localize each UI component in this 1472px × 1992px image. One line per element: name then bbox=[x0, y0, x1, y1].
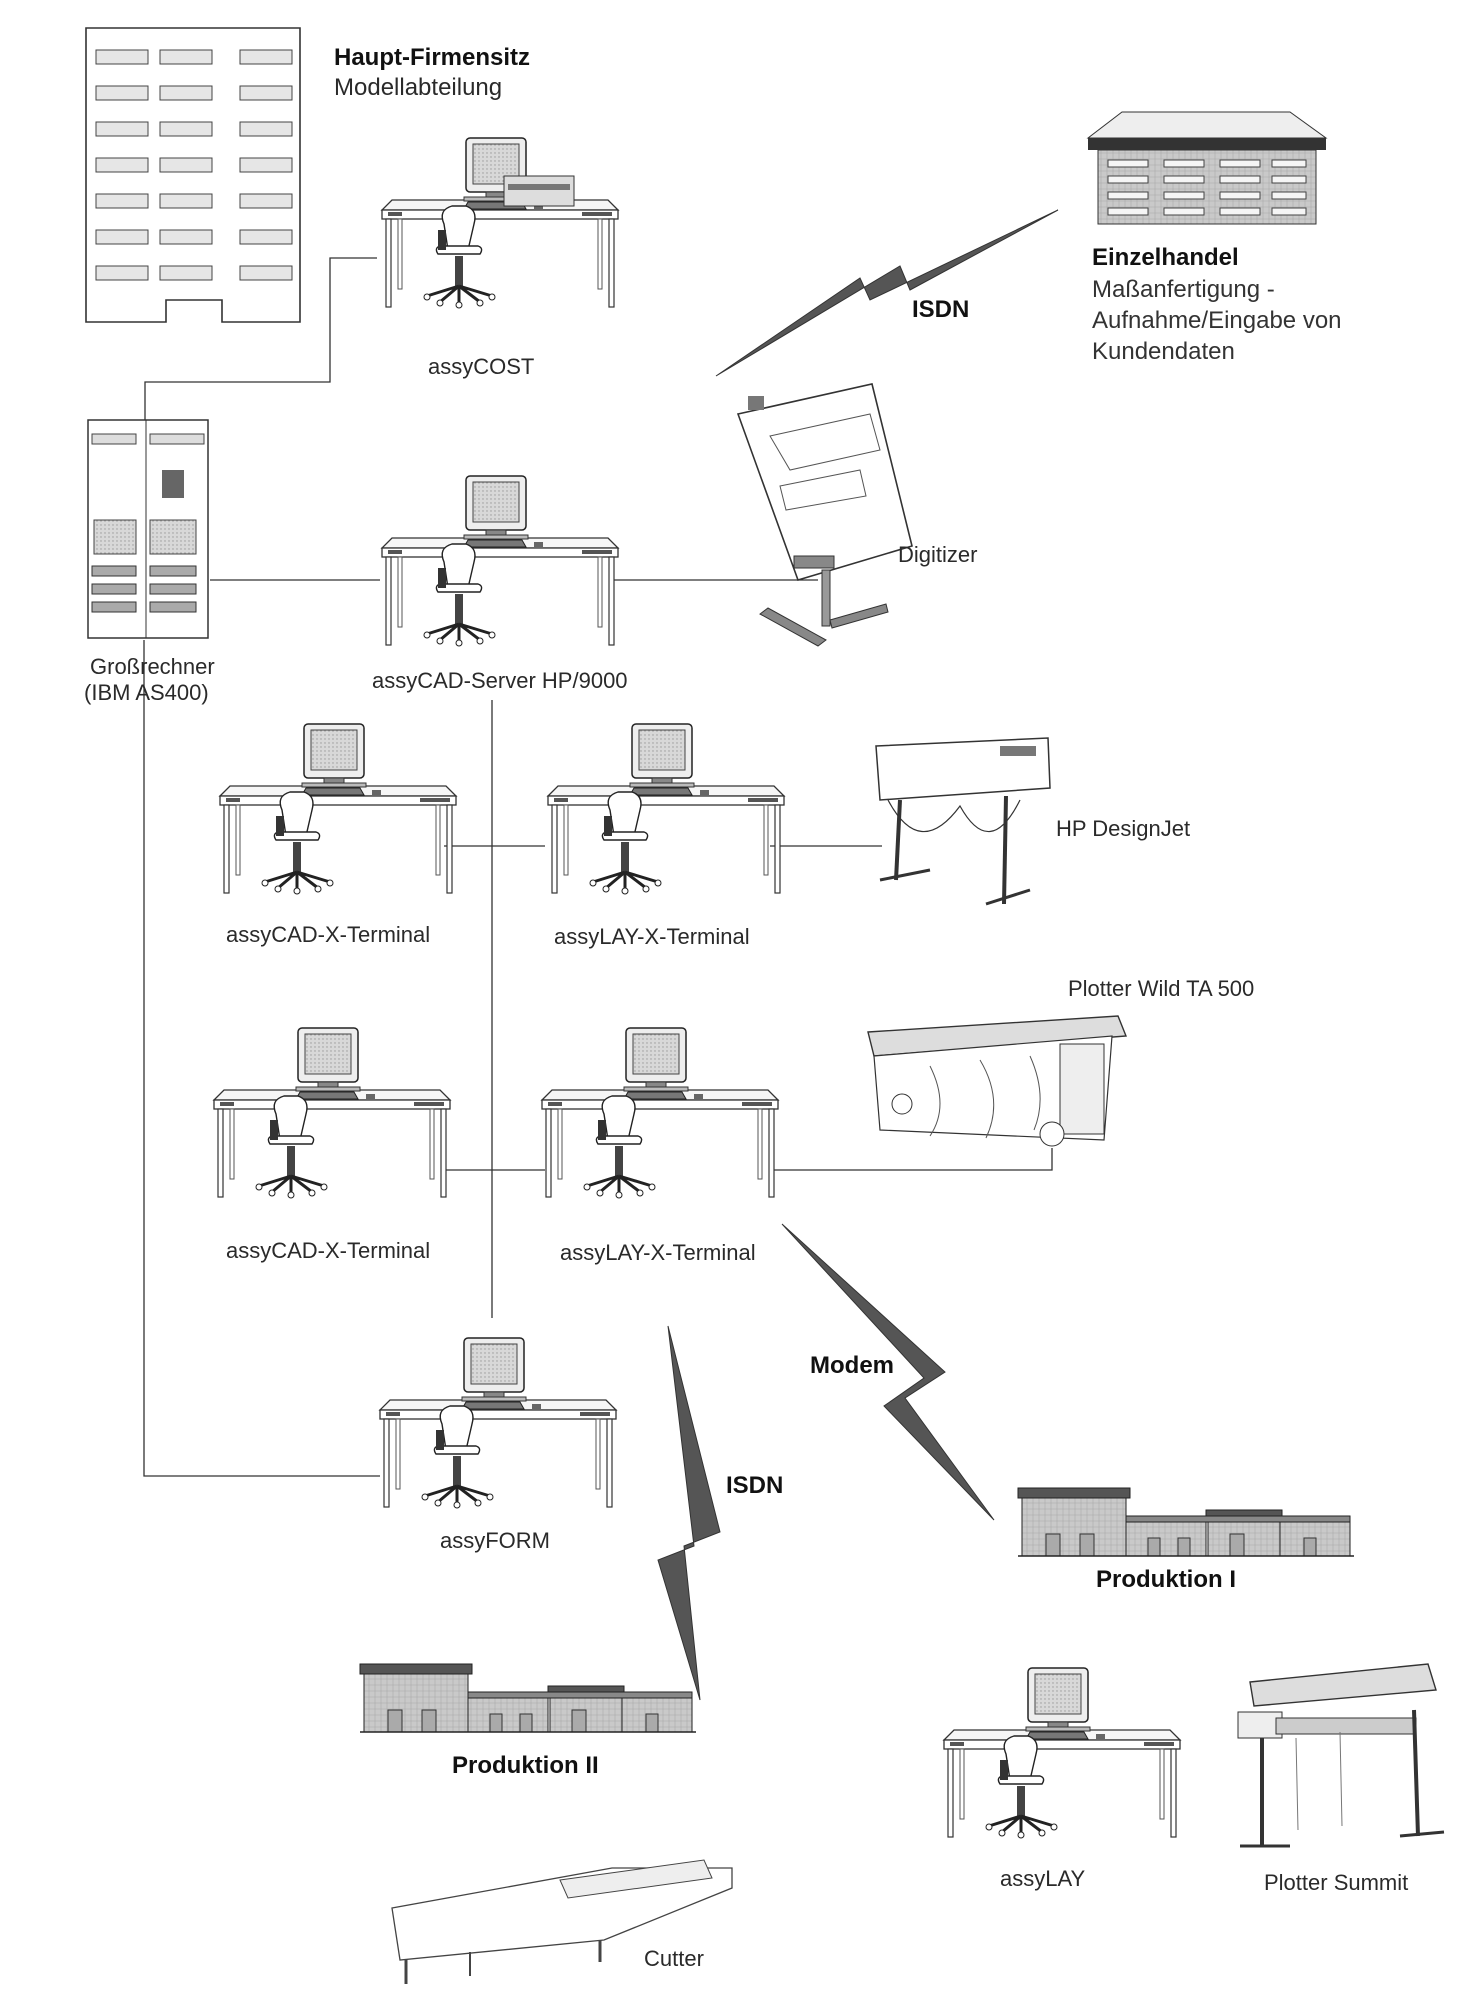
mainframe-label-2: (IBM AS400) bbox=[84, 680, 209, 705]
isdn-link-top bbox=[715, 209, 1059, 377]
assyform-label: assyFORM bbox=[440, 1528, 550, 1553]
retail-building-icon bbox=[1086, 111, 1328, 225]
wild-plotter-icon bbox=[867, 1015, 1128, 1147]
designjet-icon bbox=[875, 737, 1051, 906]
assycost-workstation bbox=[380, 136, 620, 310]
cutter-icon bbox=[391, 1859, 733, 1984]
designjet-label: HP DesignJet bbox=[1056, 816, 1191, 841]
lay-terminal-1-label: assyLAY-X-Terminal bbox=[554, 924, 750, 949]
produktion-1-label: Produktion I bbox=[1096, 1566, 1236, 1593]
mainframe-icon bbox=[87, 419, 209, 639]
retail-line-1: Maßanfertigung - bbox=[1092, 276, 1275, 303]
summit-plotter-label: Plotter Summit bbox=[1264, 1870, 1409, 1895]
cad-terminal-2-workstation bbox=[212, 1026, 452, 1200]
isdn-bottom-label: ISDN bbox=[726, 1472, 784, 1499]
summit-plotter-icon bbox=[1237, 1663, 1445, 1848]
assycost-label: assyCOST bbox=[428, 354, 535, 379]
factory-produktion-2-icon bbox=[359, 1663, 697, 1733]
digitizer-label: Digitizer bbox=[898, 542, 978, 567]
network-lines bbox=[143, 257, 1053, 1477]
produktion-2-label: Produktion II bbox=[452, 1752, 599, 1779]
assyform-workstation bbox=[378, 1336, 618, 1510]
retail-line-3: Kundendaten bbox=[1092, 338, 1235, 365]
hq-building-icon bbox=[85, 27, 301, 323]
factory-produktion-1-icon bbox=[1017, 1487, 1355, 1557]
isdn-link-bottom bbox=[657, 1325, 721, 1701]
modem-link bbox=[781, 1223, 995, 1521]
server-label: assyCAD-Server HP/9000 bbox=[372, 668, 628, 693]
cutter-label: Cutter bbox=[644, 1946, 704, 1971]
mainframe-label-1: Großrechner bbox=[90, 654, 215, 679]
assylay-label: assyLAY bbox=[1000, 1866, 1086, 1891]
wild-plotter-label: Plotter Wild TA 500 bbox=[1068, 976, 1255, 1001]
hq-subtitle: Modellabteilung bbox=[334, 74, 503, 101]
cad-terminal-1-workstation bbox=[218, 722, 458, 896]
lay-terminal-2-label: assyLAY-X-Terminal bbox=[560, 1240, 756, 1265]
retail-title: Einzelhandel bbox=[1092, 244, 1239, 271]
assylay-workstation bbox=[942, 1666, 1182, 1840]
retail-line-2: Aufnahme/Eingabe von bbox=[1092, 307, 1342, 334]
lay-terminal-1-workstation bbox=[546, 722, 786, 896]
modem-label: Modem bbox=[810, 1352, 894, 1379]
hq-title: Haupt-Firmensitz bbox=[334, 44, 531, 71]
cad-terminal-2-label: assyCAD-X-Terminal bbox=[226, 1238, 431, 1263]
lay-terminal-2-workstation bbox=[540, 1026, 780, 1200]
server-workstation bbox=[380, 474, 620, 648]
isdn-top-label: ISDN bbox=[912, 296, 970, 323]
digitizer-icon bbox=[736, 383, 913, 647]
cad-terminal-1-label: assyCAD-X-Terminal bbox=[226, 922, 431, 947]
